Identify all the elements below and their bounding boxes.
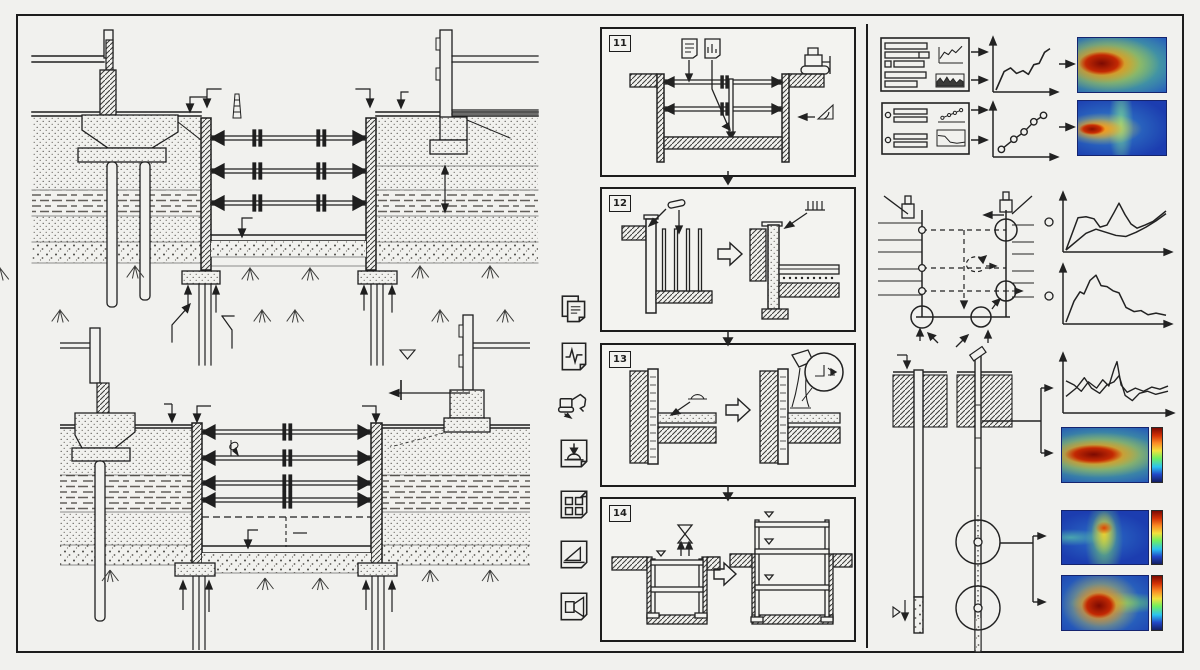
weld-detail-magnifier	[801, 352, 844, 402]
sensor-dome-icon	[669, 394, 707, 416]
survey-form-1	[880, 37, 970, 92]
survey-form-2	[881, 102, 970, 155]
stage-panel-11: 11	[600, 27, 856, 177]
sensor-circles	[910, 218, 1018, 329]
jacking-symbols	[676, 524, 694, 556]
lower-left-building	[60, 327, 136, 622]
rebar-coupler-icon	[783, 201, 825, 230]
upper-left-building	[31, 29, 202, 308]
colorbar-1	[1151, 427, 1163, 483]
next-step-arrow	[717, 241, 744, 267]
panel11-struts	[662, 75, 784, 116]
next-step-arrow	[725, 397, 752, 423]
lower-right-building	[443, 314, 530, 433]
cross-section-drawings	[0, 29, 539, 650]
lower-excavation	[174, 422, 398, 650]
stage-number: 13	[609, 351, 631, 368]
stage-panel-14: 14	[600, 497, 856, 642]
excavator-icon	[556, 385, 592, 421]
colorbar-2	[1151, 510, 1163, 565]
stage-flow-connectors	[722, 171, 734, 502]
grout-tool-icon	[647, 199, 686, 235]
settlement-history-chart	[1044, 262, 1174, 329]
upper-cross-section	[0, 29, 539, 366]
sensor-point-marker	[1044, 217, 1054, 227]
spec-document-icon	[681, 38, 698, 83]
tall-structure	[750, 511, 834, 623]
next-step-arrow	[713, 561, 738, 587]
small-structure	[646, 550, 708, 619]
wall-displacement-chart	[1044, 190, 1174, 257]
deformation-heatmap-2	[1077, 100, 1167, 156]
monitoring-data-flow	[878, 35, 1176, 653]
plate-load-test-icon	[556, 436, 592, 472]
strut-level-2	[209, 162, 368, 180]
grid-samples-icon	[556, 487, 592, 523]
upper-right-building	[429, 29, 539, 155]
ramp-device-icon	[556, 537, 592, 573]
strut-level-1	[209, 129, 368, 147]
borehole-heatmap-1	[1061, 427, 1149, 483]
upper-annotations	[0, 88, 515, 349]
section-divider	[866, 24, 868, 648]
thumb-line-chart	[939, 45, 963, 59]
probe-borehole	[955, 345, 1001, 653]
borehole-heatmap-3	[1061, 575, 1149, 631]
borehole-heatmap-2	[1061, 510, 1149, 565]
connector-brackets	[982, 383, 1054, 607]
strut-levels	[200, 423, 373, 509]
inclinometer-angle-icon	[797, 103, 834, 122]
bulldozer-icon	[800, 47, 831, 75]
lower-soil-layers	[60, 424, 530, 566]
thumb-trend-chart	[937, 135, 966, 144]
pile-rows	[661, 228, 703, 292]
thumb-scatter-chart	[940, 108, 964, 120]
upper-excavation	[181, 117, 398, 366]
stage-number: 11	[609, 35, 631, 52]
monitored-excavation-sketch	[878, 191, 1034, 348]
pointer-arrows	[915, 297, 1002, 348]
borehole-profile-chart	[1058, 351, 1176, 418]
stage-panel-12: 12	[600, 187, 856, 332]
readings-scatter-chart	[988, 100, 1060, 162]
stage-number: 14	[609, 505, 631, 522]
inclinometer-casing	[892, 354, 924, 634]
projector-device-icon	[556, 589, 592, 625]
colorbar-3	[1151, 575, 1163, 631]
lower-annotations	[101, 349, 500, 612]
settlement-line-chart	[988, 35, 1060, 97]
strut-level-3	[209, 194, 368, 212]
stage-number: 12	[609, 195, 631, 212]
signal-report-icon	[556, 339, 592, 375]
borehole-sketch	[892, 345, 1054, 653]
rebar-dots	[782, 276, 834, 280]
sensor-point-marker	[1044, 291, 1054, 301]
chart-document-icon	[704, 38, 731, 132]
documents-stack-icon	[556, 293, 592, 329]
lower-cross-section	[60, 314, 530, 650]
rotation-symbol	[965, 254, 998, 273]
thumb-area-chart	[936, 76, 964, 87]
deformation-heatmap-1	[1077, 37, 1167, 93]
flow-arrows	[971, 47, 1076, 145]
figure-frame	[16, 14, 1184, 653]
